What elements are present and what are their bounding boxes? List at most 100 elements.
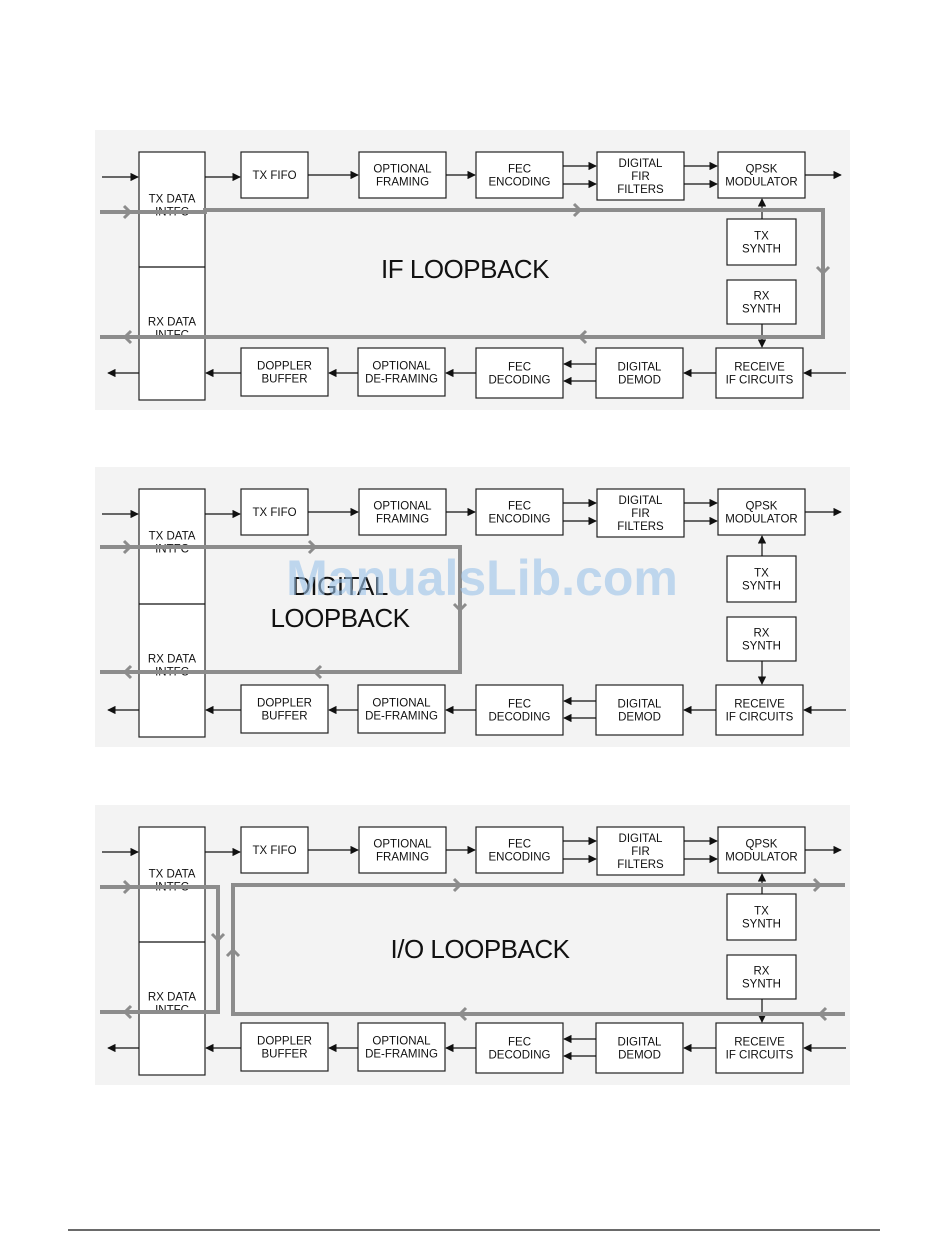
qpsk-modulator-block-label: QPSK [746,164,778,176]
if-loopback-path [100,208,825,339]
loop-arrowhead [122,329,133,345]
doppler-buffer-block-label: DOPPLER [257,1036,312,1048]
optional-framing-block-box [358,151,447,199]
tx-synth-block-label: SYNTH [742,919,781,931]
fec-decoding-block-box [475,347,564,399]
fec-encoding-block-box [475,826,564,874]
fec-decoding-block-label: FEC [508,1037,531,1049]
loop-arrowhead [815,265,831,276]
tx-fifo-block: TX FIFO [240,826,309,874]
qpsk-modulator-block-label: QPSK [746,839,778,851]
loop-arrowhead [210,932,226,943]
digital-demod-block-box [595,684,684,736]
if-loopback-title: IF LOOPBACK [381,254,550,284]
tx-fifo-block-label: TX FIFO [252,170,296,182]
optional-deframing-block-label: OPTIONAL [372,1036,431,1048]
receive-if-circuits-block-label: IF CIRCUITS [726,1050,794,1062]
data-interface-box [138,488,206,738]
receive-if-circuits-block-box [715,1022,804,1074]
doppler-buffer-block-box [240,684,329,734]
tx-synth-block-label: SYNTH [742,244,781,256]
receive-if-circuits-block-label: RECEIVE [734,699,785,711]
doppler-buffer-block-label: BUFFER [262,1049,308,1061]
digital-demod-block-box [595,347,684,399]
fec-encoding-block-box [475,488,564,536]
digital-loopback-title: LOOPBACK [270,603,410,633]
optional-framing-block-box [358,826,447,874]
digital-demod-block-label: DIGITAL [618,699,662,711]
rx-synth-block-label: RX [754,628,770,640]
fec-decoding-block-label: FEC [508,362,531,374]
digital-fir-filters-block-label: FILTERS [617,184,664,196]
qpsk-modulator-block-label: MODULATOR [725,514,797,526]
loop-arrowhead [225,947,241,958]
loop-arrowhead [577,329,588,345]
tx-fifo-block-label: TX FIFO [252,845,296,857]
loop-arrowhead [812,877,823,893]
tx-fifo-block-label: TX FIFO [252,507,296,519]
qpsk-modulator-block-label: QPSK [746,501,778,513]
optional-deframing-block-label: DE-FRAMING [365,1049,438,1061]
tx-synth-block-box [726,893,797,941]
optional-framing-block-label: OPTIONAL [373,839,432,851]
fec-decoding-block-box [475,1022,564,1074]
tx-fifo-block-box [240,488,309,536]
fec-encoding-block-label: ENCODING [489,852,551,864]
digital-fir-filters-block-label: FIR [631,171,650,183]
digital-fir-filters-block-label: FIR [631,846,650,858]
data-interface-box [138,151,206,401]
digital-loopback-title: DIGITAL [292,571,388,601]
rx-synth-block-label: SYNTH [742,641,781,653]
optional-deframing-block-label: DE-FRAMING [365,374,438,386]
loop-arrowhead [312,664,323,680]
loop-arrowhead [122,879,133,895]
fec-decoding-block-label: DECODING [489,375,551,387]
loop-arrowhead [452,877,463,893]
digital-fir-filters-block-box [596,488,685,538]
tx-data-intfc-block-label: TX DATA [149,531,196,543]
qpsk-modulator-block-box [717,151,806,199]
optional-deframing-block-label: DE-FRAMING [365,711,438,723]
rx-synth-block-box [726,616,797,662]
digital-demod-block-label: DEMOD [618,375,661,387]
fec-encoding-block-label: FEC [508,839,531,851]
tx-data-intfc-block-label: TX DATA [149,194,196,206]
loop-arrowhead [817,1006,828,1022]
qpsk-modulator-block-label: MODULATOR [725,177,797,189]
rx-synth-block-box [726,279,797,325]
loop-arrowhead [307,539,318,555]
digital-demod-block-box [595,1022,684,1074]
optional-framing-block-label: OPTIONAL [373,164,432,176]
optional-deframing-block-box [357,347,446,397]
receive-if-circuits-block-label: RECEIVE [734,1037,785,1049]
rx-data-intfc-block-label: RX DATA [148,317,196,329]
io-loopback-input-path [100,885,220,1014]
rx-data-intfc-block-label: RX DATA [148,654,196,666]
qpsk-modulator-block-label: MODULATOR [725,852,797,864]
loop-arrowhead [122,204,133,220]
fec-decoding-block-label: DECODING [489,1050,551,1062]
digital-fir-filters-block-label: FILTERS [617,521,664,533]
data-interface-box [138,826,206,1076]
